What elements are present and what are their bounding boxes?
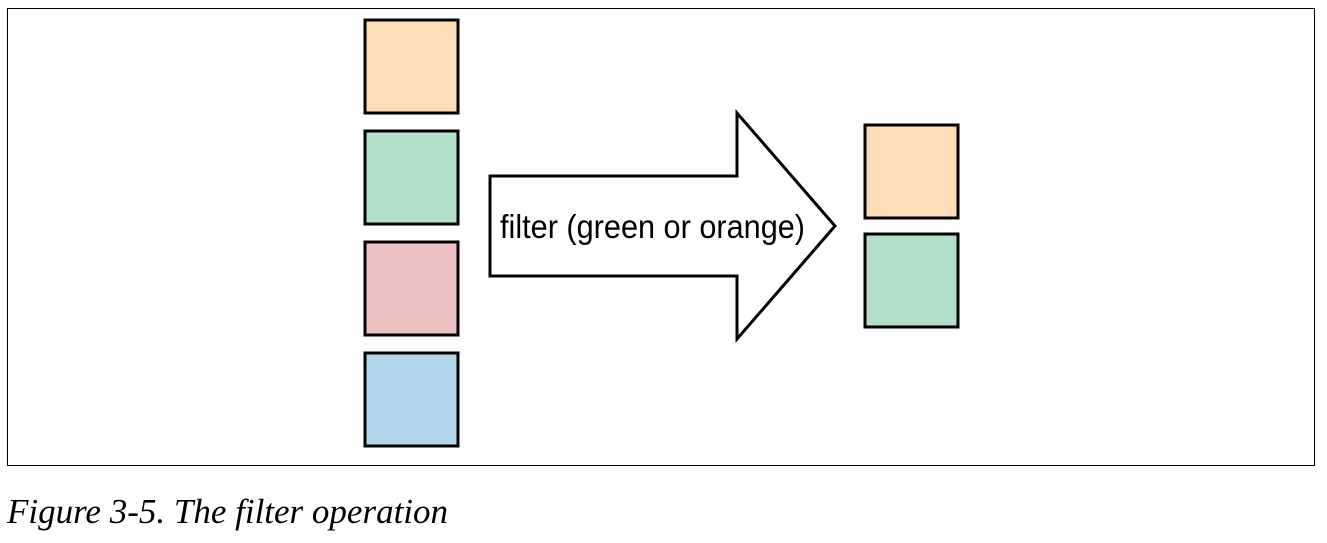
input-square-orange [363, 18, 460, 115]
filter-arrow [488, 108, 837, 344]
input-squares-column [363, 18, 460, 448]
input-square-red [363, 240, 460, 337]
filter-arrow-label: filter (green or orange) [500, 208, 805, 245]
output-square-orange [863, 123, 960, 220]
output-square-green [863, 232, 960, 329]
figure-caption: Figure 3-5. The filter operation [7, 492, 449, 531]
input-square-blue [363, 351, 460, 448]
input-square-green [363, 129, 460, 226]
output-squares-column [863, 123, 960, 329]
